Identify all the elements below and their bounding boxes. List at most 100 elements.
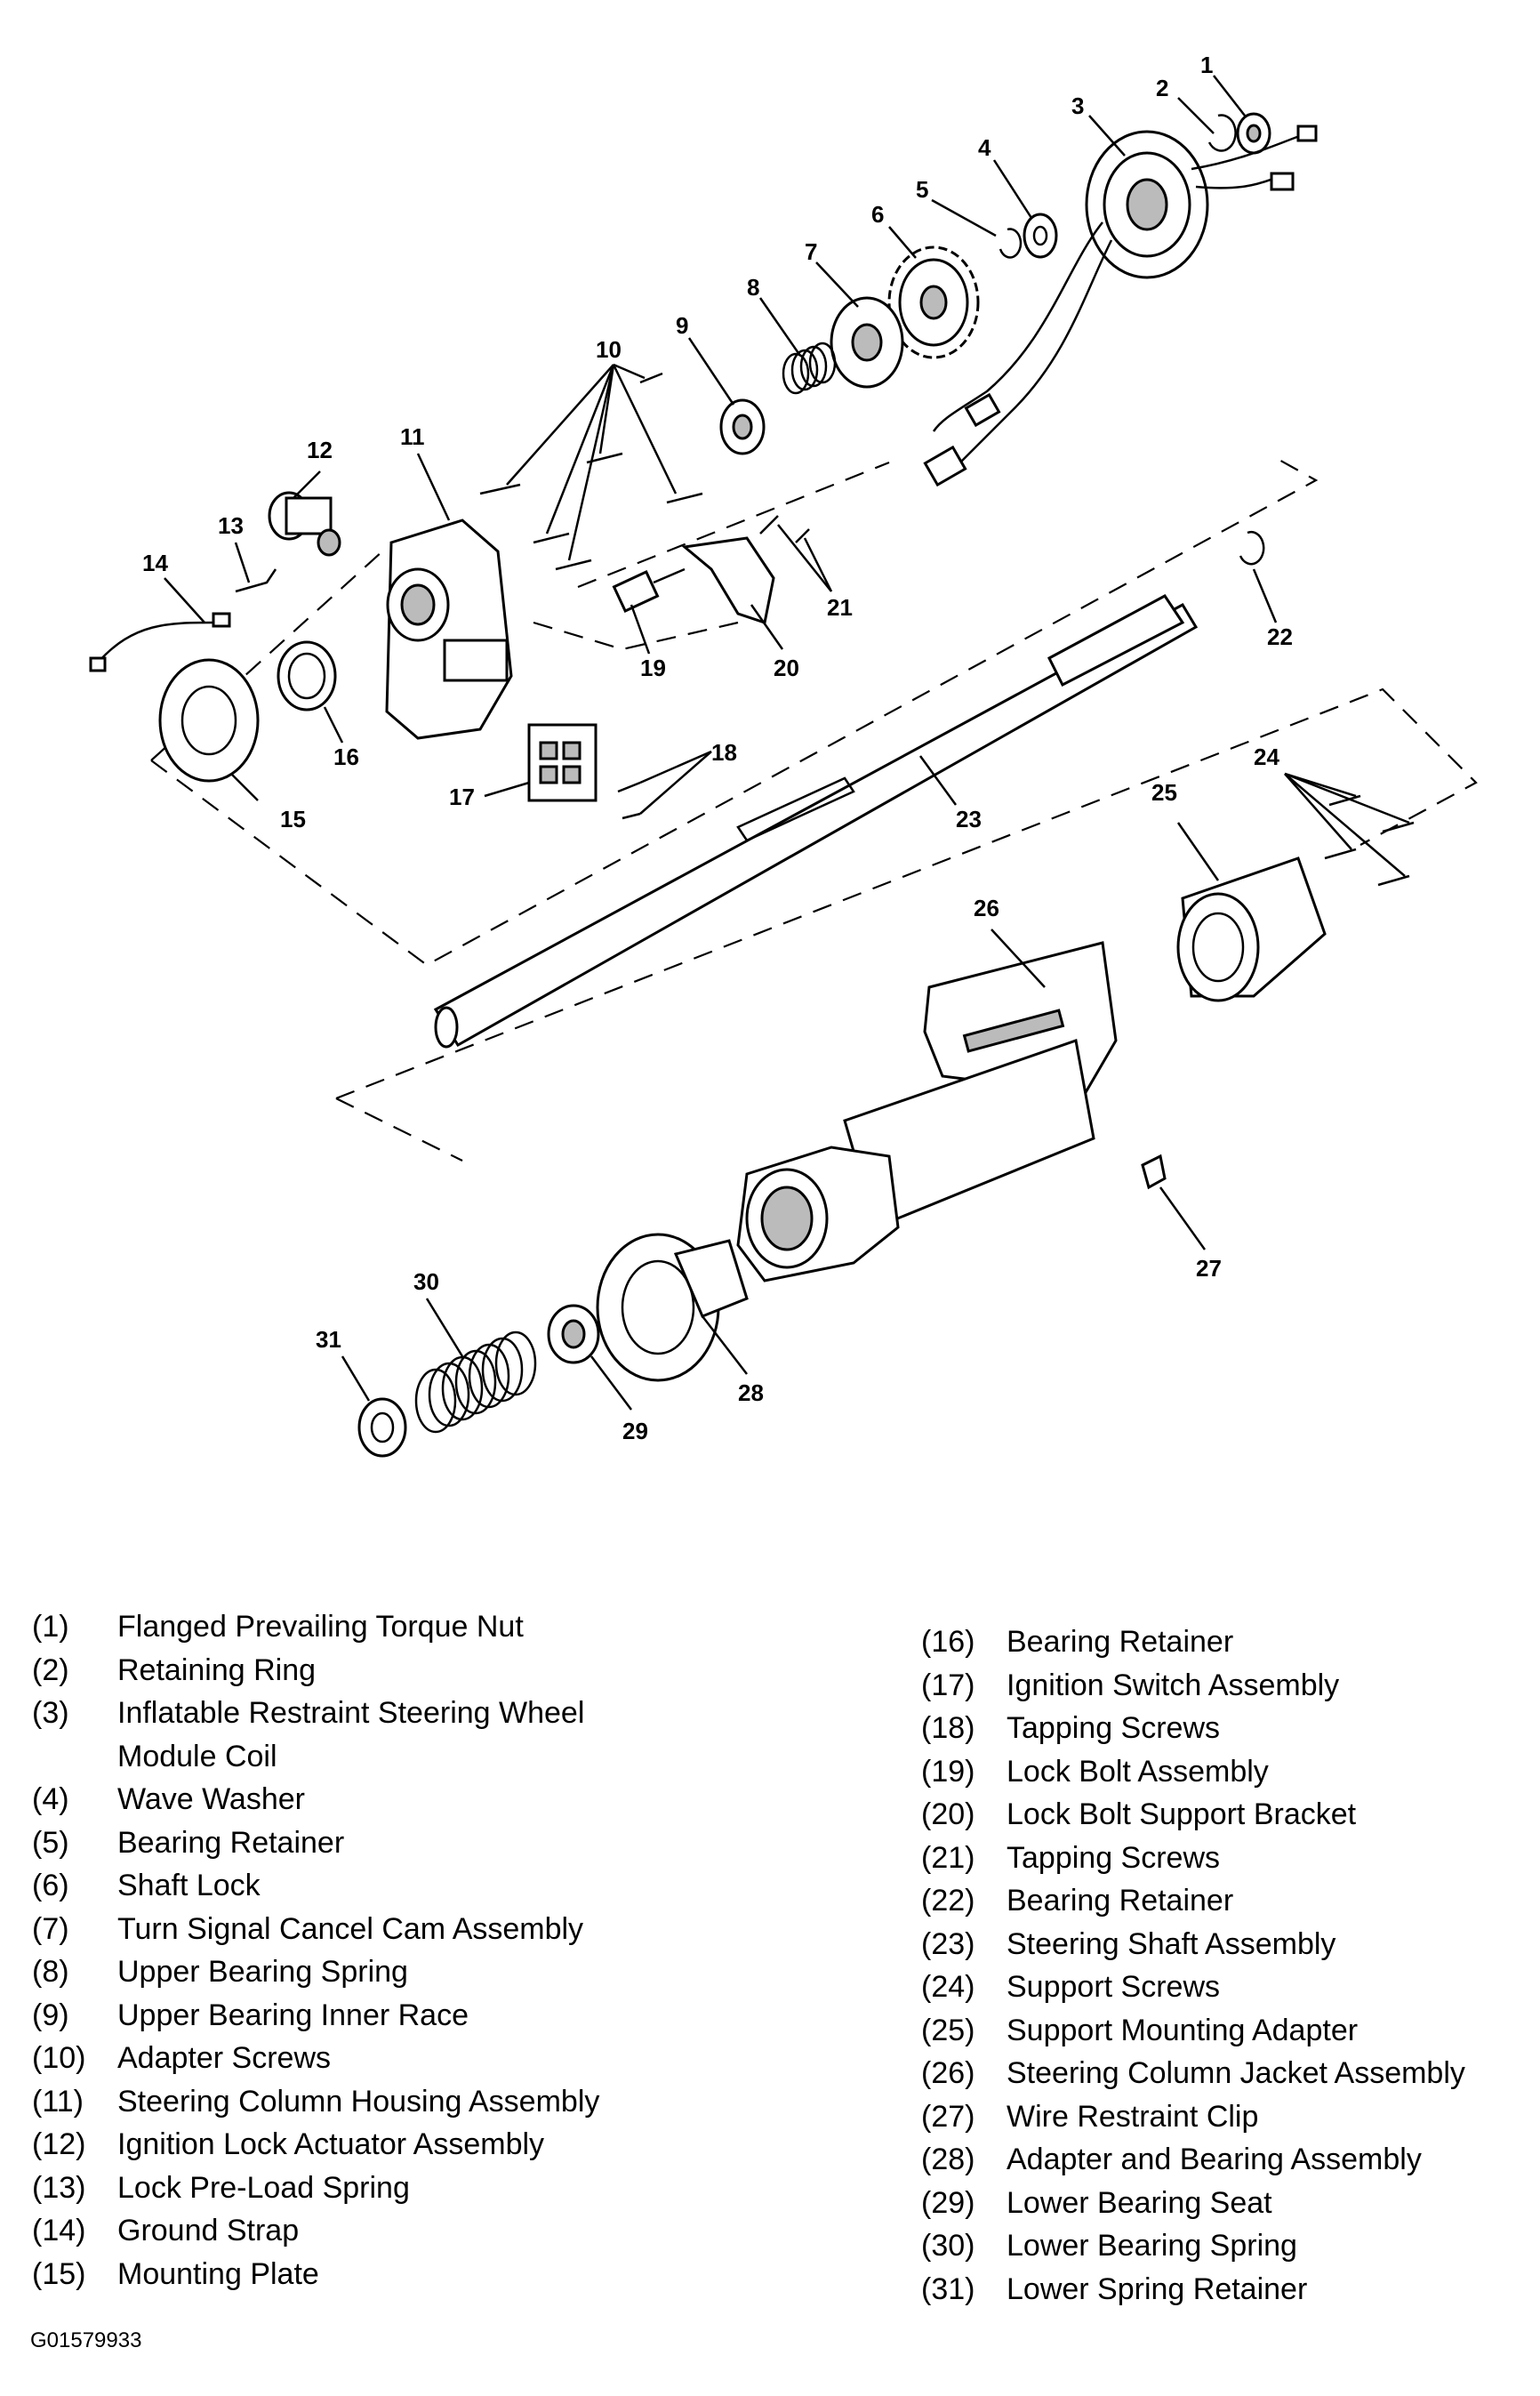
- legend-item-label: Lock Bolt Assembly: [1007, 1754, 1269, 1789]
- upper-bearing-race-part: [719, 398, 766, 455]
- legend-item-label: Steering Column Housing Assembly: [117, 2084, 600, 2119]
- figure-id: G01579933: [30, 2328, 142, 2352]
- legend-item-label: Adapter and Bearing Assembly: [1007, 2143, 1422, 2176]
- legend-item: (19)Lock Bolt Assembly: [921, 1750, 1465, 1794]
- legend-item-label: Lower Bearing Seat: [1007, 2185, 1272, 2220]
- legend-item-number: (25): [921, 2013, 975, 2047]
- callout-11: 11: [400, 423, 425, 450]
- legend-item: (1) Flanged Prevailing Torque Nut: [32, 1605, 599, 1649]
- callout-29: 29: [622, 1418, 648, 1444]
- tapping-screws-21-part: [759, 515, 810, 543]
- callout-20: 20: [774, 655, 799, 681]
- legend-item-number: (9): [32, 1998, 69, 2032]
- legend-item-label: Wire Restraint Clip: [1007, 2099, 1259, 2134]
- legend-item-number: (21): [921, 1840, 975, 1875]
- legend-item-number: (3): [32, 1696, 69, 1730]
- callout-2: 2: [1156, 75, 1168, 101]
- legend-item-number: (14): [32, 2214, 86, 2247]
- bearing-retainer-22-part: [1239, 530, 1265, 566]
- legend-item-label: Ignition Lock Actuator Assembly: [117, 2127, 545, 2161]
- legend-item-number: (23): [921, 1926, 975, 1961]
- legend-item-number: (18): [921, 1711, 975, 1745]
- leader-lines: [164, 75, 1410, 1411]
- legend-item: (25) Support Mounting Adapter: [921, 2009, 1465, 2053]
- legend-item-label: Steering Shaft Assembly: [1007, 1926, 1336, 1961]
- torque-nut-part: [1236, 112, 1271, 155]
- legend-item-label: Lower Spring Retainer: [1007, 2271, 1308, 2306]
- legend-item-label: Lock Pre-Load Spring: [117, 2170, 410, 2205]
- legend-item-number: (29): [921, 2185, 975, 2220]
- legend-item: (24)Support Screws: [921, 1966, 1465, 2009]
- callout-labels: 1 2 3 4 5 6 7 8 9 10 11 12 13 14 15 16 1…: [142, 52, 1293, 1444]
- support-screws-part: [1324, 794, 1415, 887]
- legend-item: (20)Lock Bolt Support Bracket: [921, 1793, 1465, 1837]
- legend-item-label: Bearing Retainer: [1007, 1884, 1234, 1918]
- upper-bearing-spring-part: [782, 342, 837, 395]
- legend-item-number: (1): [32, 1610, 69, 1644]
- legend-item-label: Flanged Prevailing Torque Nut: [117, 1610, 524, 1644]
- legend-item-number: (28): [921, 2143, 975, 2176]
- legend-item-number: (30): [921, 2229, 975, 2263]
- legend-item-label: Mounting Plate: [117, 2256, 319, 2291]
- legend-item-number: (26): [921, 2056, 975, 2090]
- callout-23: 23: [956, 806, 982, 832]
- legend-item: (4)Wave Washer: [32, 1778, 599, 1821]
- lower-spring-retainer-part: [357, 1397, 407, 1458]
- legend-item-number: (27): [921, 2099, 975, 2134]
- legend-item: (10)Adapter Screws: [32, 2037, 599, 2080]
- legend-item-number: (5): [32, 1825, 69, 1860]
- callout-19: 19: [640, 655, 666, 681]
- callout-4: 4: [978, 134, 991, 161]
- callout-25: 25: [1151, 779, 1177, 806]
- legend-item-number: (20): [921, 1797, 975, 1831]
- callout-22: 22: [1267, 623, 1293, 650]
- callout-28: 28: [738, 1379, 764, 1406]
- legend-item: (8)Upper Bearing Spring: [32, 1950, 599, 1994]
- legend-item: (17) Ignition Switch Assembly: [921, 1664, 1465, 1708]
- legend-item-label: Ignition Switch Assembly: [1007, 1668, 1340, 1702]
- callout-3: 3: [1071, 92, 1084, 119]
- legend-item-number: (22): [921, 1884, 975, 1918]
- legend-item: (30)Lower Bearing Spring: [921, 2224, 1465, 2268]
- callout-30: 30: [413, 1268, 439, 1295]
- legend-item-label: Tapping Screws: [1007, 1840, 1221, 1875]
- legend-item: (21) Tapping Screws: [921, 1837, 1465, 1880]
- ground-strap-part: [89, 612, 231, 672]
- legend-item: (29) Lower Bearing Seat: [921, 2182, 1465, 2225]
- cancel-cam-part: [830, 296, 904, 389]
- legend-item-number: (13): [32, 2170, 86, 2205]
- legend-left-column: (1)Flanged Prevailing Torque Nut(2)Retai…: [32, 1605, 599, 2295]
- legend-item-number: (17): [921, 1668, 975, 1702]
- legend-item: (9)Upper Bearing Inner Race: [32, 1994, 599, 2038]
- callout-5: 5: [916, 176, 928, 203]
- callout-12: 12: [307, 437, 333, 463]
- adapter-screws-part: [479, 372, 703, 571]
- legend-item: (31)Lower Spring Retainer: [921, 2268, 1465, 2312]
- lock-bolt-bracket-part: [681, 536, 775, 624]
- callout-31: 31: [316, 1326, 341, 1353]
- legend-item: (11) Steering Column Housing Assembly: [32, 2080, 599, 2124]
- ignition-switch-part: [527, 723, 598, 802]
- legend-item-number: (6): [32, 1869, 69, 1902]
- legend-item-number: (11): [32, 2084, 84, 2119]
- mounting-plate-part: [158, 658, 260, 783]
- legend-item: (13) Lock Pre-Load Spring: [32, 2167, 599, 2210]
- legend-item: (15)Mounting Plate: [32, 2253, 599, 2296]
- legend-item: (7)Turn Signal Cancel Cam Assembly: [32, 1908, 599, 1951]
- assembly-outline-lines: [150, 457, 1478, 1162]
- legend-item-label: Support Screws: [1007, 1970, 1220, 2004]
- callout-17: 17: [449, 784, 475, 810]
- steering-shaft-part: [433, 594, 1199, 1049]
- legend-item: (27) Wire Restraint Clip: [921, 2095, 1465, 2139]
- callout-1: 1: [1200, 52, 1213, 78]
- callout-13: 13: [218, 512, 244, 539]
- preload-spring-part: [235, 568, 277, 593]
- legend-item-label: Retaining Ring: [117, 1652, 317, 1687]
- legend-item-label: Bearing Retainer: [117, 1825, 345, 1860]
- legend-item-label: Upper Bearing Spring: [117, 1955, 408, 1989]
- legend-right-column: (16)Bearing Retainer (17) Ignition Switch …: [921, 1620, 1465, 2311]
- legend-item: (16)Bearing Retainer: [921, 1620, 1465, 1664]
- legend-item-label: Support Mounting Adapter: [1007, 2013, 1359, 2047]
- legend-item: (3)Inflatable Restraint Steering Wheel M…: [32, 1692, 599, 1778]
- callout-9: 9: [676, 312, 688, 339]
